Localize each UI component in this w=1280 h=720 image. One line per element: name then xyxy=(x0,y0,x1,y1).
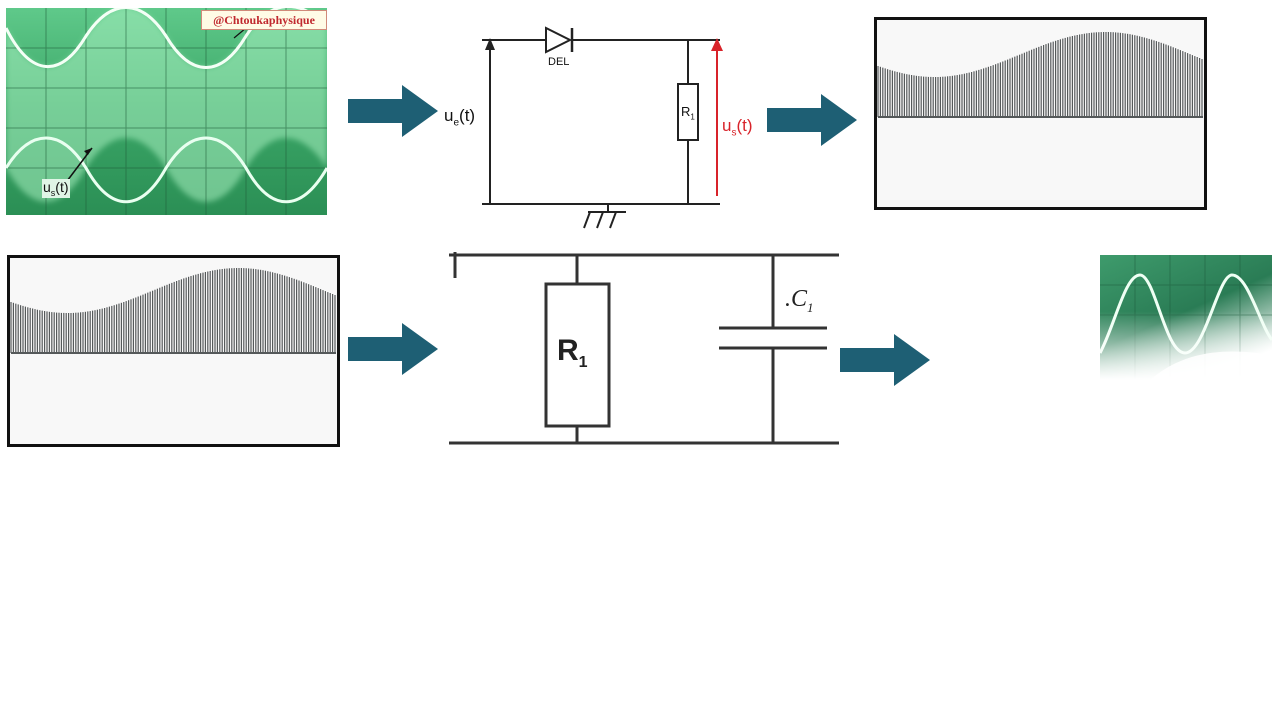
arrow-right-icon xyxy=(767,94,857,146)
watermark-label: @Chtoukaphysique xyxy=(201,10,327,30)
arrow-right-icon xyxy=(840,334,930,386)
resistor-bottom-label: R1 xyxy=(557,334,588,371)
ground-icon xyxy=(583,204,626,229)
resistor-top-label: R1 xyxy=(681,104,695,122)
diode-label: DEL xyxy=(548,56,570,68)
circuit-rc-filter: R1 .C1 xyxy=(447,250,842,450)
scope-us-label: us(t) xyxy=(42,179,70,198)
scope-photo-demodulated xyxy=(1100,255,1272,380)
circuit-rectifier: DEL ue(t) us(t) R1 xyxy=(440,22,770,237)
us-label: us(t) xyxy=(722,116,753,139)
arrow-right-icon xyxy=(348,323,438,375)
ue-label: ue(t) xyxy=(444,106,476,129)
capacitor-label: .C1 xyxy=(785,286,814,315)
arrow-right-icon xyxy=(348,85,438,137)
rectified-signal-panel-top xyxy=(874,17,1207,210)
rectified-signal-panel-bottom xyxy=(7,255,340,447)
scope-photo-top: @Chtoukaphysique us(t) xyxy=(6,8,327,215)
